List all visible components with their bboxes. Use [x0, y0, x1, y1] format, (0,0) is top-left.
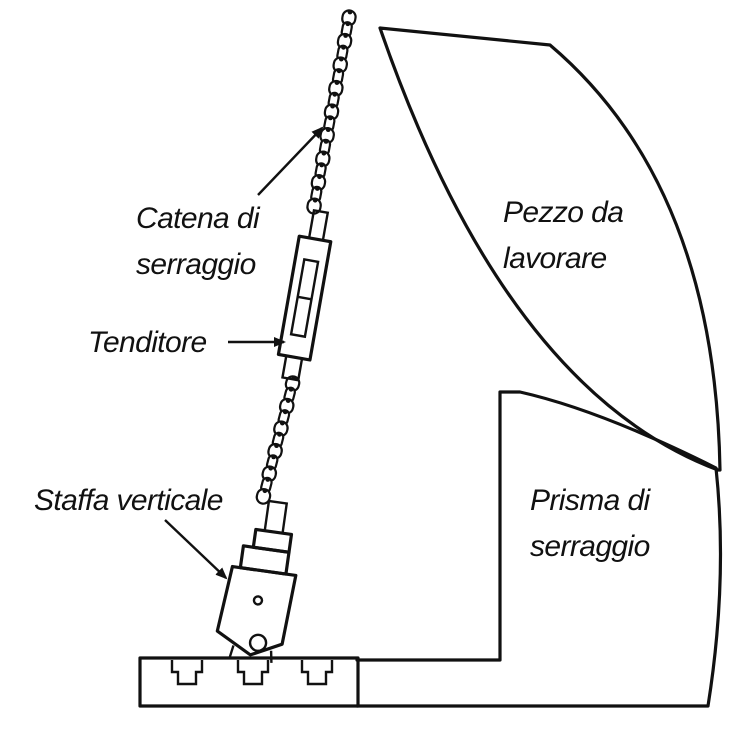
chain-pin — [343, 33, 349, 38]
chain-pin — [312, 197, 318, 203]
vblock-label-line1: Prisma di — [530, 484, 652, 517]
chain-pin — [279, 420, 285, 426]
chain-label-line1: Catena di — [136, 202, 261, 235]
chain-leader-arrow — [257, 126, 324, 196]
chain-pin — [328, 115, 333, 121]
chain-pin — [271, 454, 277, 460]
bracket-leader-arrow — [164, 519, 228, 580]
chain-pin — [277, 431, 282, 437]
chain-pin — [285, 398, 291, 403]
chain-pin — [334, 80, 340, 85]
chain-pin — [262, 488, 268, 494]
clamping-chain-upper — [306, 9, 357, 215]
workpiece-shape — [378, 26, 722, 472]
chain-pin — [321, 150, 327, 156]
chain-pin — [336, 68, 342, 74]
chain-pin — [330, 103, 335, 109]
clamping-chain-lower — [255, 375, 301, 505]
vblock-shape — [355, 390, 723, 708]
chain-pin — [341, 44, 346, 50]
vblock-label-line2: serraggio — [530, 530, 650, 563]
bracket-label: Staffa verticale — [34, 484, 223, 517]
chain-pin — [268, 465, 274, 471]
vertical-bracket — [215, 499, 298, 663]
chain-pin — [323, 139, 329, 144]
chain-pin — [345, 21, 351, 27]
chain-pin — [282, 409, 288, 415]
chain-pin — [317, 174, 322, 180]
chain-pin — [325, 127, 331, 133]
machine-table — [138, 656, 360, 708]
chain-label-line2: serraggio — [136, 248, 256, 281]
chain-pin — [314, 186, 320, 191]
tensioner-label: Tenditore — [88, 326, 207, 359]
workpiece-label-line1: Pezzo da — [503, 196, 623, 229]
turnbuckle — [276, 208, 333, 382]
chain-pin — [347, 9, 353, 15]
workpiece-label-line2: lavorare — [503, 242, 607, 275]
chain-pin — [338, 56, 344, 62]
chain-pin — [265, 477, 271, 482]
chain-pin — [288, 386, 294, 392]
chain-pin — [332, 91, 338, 97]
chain-pin — [274, 443, 279, 449]
chain-pin — [319, 162, 325, 168]
